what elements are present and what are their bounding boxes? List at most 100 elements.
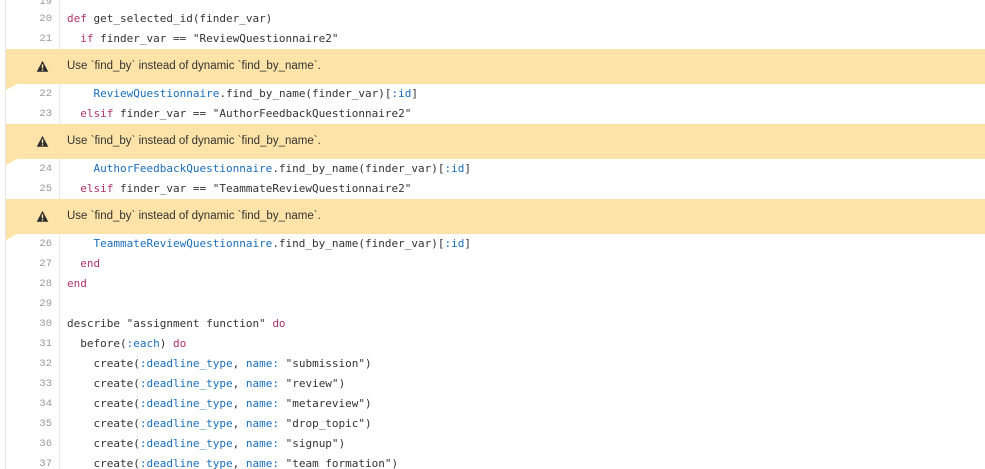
code-text: create(:deadline_type, name: "team_forma…	[67, 454, 399, 469]
code-token: :deadline_type	[139, 417, 233, 430]
code-token: finder_var ==	[120, 107, 213, 120]
line-number: 32	[39, 358, 52, 370]
gutter-divider	[59, 354, 60, 374]
line-number: 22	[39, 88, 52, 100]
code-token: :id	[444, 162, 465, 175]
code-token: ]	[464, 162, 471, 175]
code-token: :id	[391, 87, 412, 100]
line-number: 30	[39, 318, 52, 330]
line-number: 24	[39, 163, 52, 175]
code-token: before(	[80, 337, 127, 350]
line-number: 31	[39, 338, 52, 350]
code-token: :deadline_type	[139, 437, 233, 450]
code-token: do	[172, 337, 187, 350]
code-token: do	[272, 317, 286, 330]
code-token: name:	[245, 437, 279, 450]
lint-warning-pointer	[6, 159, 17, 165]
code-text: create(:deadline_type, name: "submission…	[67, 354, 372, 374]
code-text: create(:deadline_type, name: "review")	[67, 374, 346, 394]
code-text: end	[67, 274, 87, 294]
code-token: name:	[245, 417, 279, 430]
code-line: 33 create(:deadline_type, name: "review"…	[6, 374, 985, 394]
line-number: 35	[39, 418, 52, 430]
code-token: create(	[93, 397, 140, 410]
code-token: :id	[444, 237, 465, 250]
code-token: if	[80, 32, 101, 45]
gutter-divider	[59, 274, 60, 294]
code-token: "signup"	[278, 437, 339, 450]
gutter-divider	[59, 9, 60, 29]
code-token: "assignment function"	[126, 317, 273, 330]
code-text: before(:each) do	[67, 334, 186, 354]
line-number: 27	[39, 258, 52, 270]
code-token: elsif	[80, 182, 120, 195]
code-line: 25 elsif finder_var == "TeammateReviewQu…	[6, 179, 985, 199]
code-token: create(	[93, 357, 140, 370]
gutter-divider	[59, 454, 60, 469]
code-token: finder_var ==	[120, 182, 213, 195]
code-token: :deadline_type	[139, 457, 233, 469]
line-number: 19	[39, 0, 52, 8]
gutter-divider	[59, 434, 60, 454]
code-token: :deadline_type	[139, 397, 233, 410]
code-token: create(	[93, 437, 140, 450]
code-token: )	[159, 337, 173, 350]
code-token: )	[338, 437, 346, 450]
code-token: .find_by_name(finder_var)[	[272, 162, 445, 175]
code-text: end	[67, 254, 100, 274]
code-line: 27 end	[6, 254, 985, 274]
warning-triangle-icon	[36, 135, 49, 147]
gutter-divider	[59, 374, 60, 394]
line-number: 37	[39, 458, 52, 469]
code-token: ,	[232, 377, 246, 390]
code-line: 35 create(:deadline_type, name: "drop_to…	[6, 414, 985, 434]
gutter-divider	[59, 29, 60, 49]
line-number: 20	[39, 13, 52, 25]
code-token: :each	[126, 337, 160, 350]
code-token: )	[365, 417, 372, 430]
code-token: AuthorFeedbackQuestionnaire	[93, 162, 273, 175]
code-token: ,	[232, 437, 246, 450]
lint-warning-pointer	[6, 234, 17, 240]
code-token: name:	[245, 377, 279, 390]
lint-warning: Use `find_by` instead of dynamic `find_b…	[6, 124, 985, 165]
code-token: .find_by_name(finder_var)[	[272, 237, 445, 250]
code-line: 36 create(:deadline_type, name: "signup"…	[6, 434, 985, 454]
code-text: create(:deadline_type, name: "metareview…	[67, 394, 372, 414]
code-token: TeammateReviewQuestionnaire	[93, 237, 273, 250]
line-number: 34	[39, 398, 52, 410]
code-line: 19	[6, 0, 985, 9]
code-token: get_selected_id(finder_var)	[93, 12, 273, 25]
warning-triangle-icon	[36, 60, 49, 72]
code-token: "ReviewQuestionnaire2"	[192, 32, 339, 45]
code-line: 30 describe "assignment function" do	[6, 314, 985, 334]
code-token: )	[365, 357, 372, 370]
code-token: ReviewQuestionnaire	[93, 87, 220, 100]
code-token: name:	[245, 357, 279, 370]
code-token: "review"	[278, 377, 339, 390]
code-line: 20 def get_selected_id(finder_var)	[6, 9, 985, 29]
code-text: elsif finder_var == "TeammateReviewQuest…	[67, 179, 411, 199]
line-number: 23	[39, 108, 52, 120]
code-token: name:	[245, 397, 279, 410]
code-text: if finder_var == "ReviewQuestionnaire2"	[67, 29, 339, 49]
code-token: create(	[93, 417, 140, 430]
code-line: 29	[6, 294, 985, 314]
code-token: def	[67, 12, 94, 25]
code-token: )	[338, 377, 346, 390]
code-text: describe "assignment function" do	[67, 314, 286, 334]
code-token: ]	[411, 87, 419, 100]
gutter-divider	[59, 84, 60, 104]
code-line: 23 elsif finder_var == "AuthorFeedbackQu…	[6, 104, 985, 124]
gutter-divider	[59, 234, 60, 254]
code-line: 32 create(:deadline_type, name: "submiss…	[6, 354, 985, 374]
code-token: "drop_topic"	[278, 417, 366, 430]
code-token: "metareview"	[278, 397, 366, 410]
code-token: describe	[67, 317, 127, 330]
code-token: create(	[93, 377, 140, 390]
code-text: create(:deadline_type, name: "drop_topic…	[67, 414, 372, 434]
code-token: )	[391, 457, 399, 469]
